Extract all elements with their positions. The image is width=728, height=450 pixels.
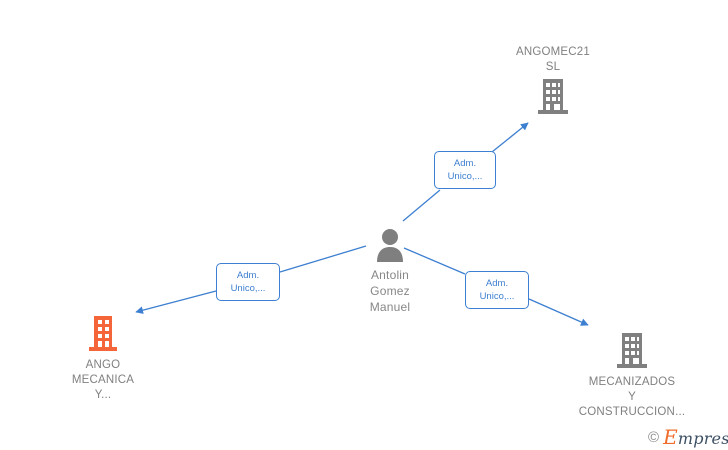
node-angomec21[interactable]: ANGOMEC21 SL (493, 45, 613, 120)
edge-line-mecanizados (403, 247, 589, 326)
watermark-empresia: © Empresia (648, 427, 728, 447)
node-label-mecanizados: MECANIZADOS Y CONSTRUCCION... (578, 376, 686, 418)
building-icon (535, 75, 571, 120)
edge-line-ango-mecanica (135, 245, 367, 314)
node-label-angomec21: ANGOMEC21 SL (515, 46, 590, 73)
node-antolin-gomez-manuel[interactable]: Antolin Gomez Manuel (330, 228, 450, 315)
edge-label-angomec21[interactable]: Adm. Unico,... (434, 151, 496, 189)
brand-initial: E (663, 425, 678, 449)
brand-name: Empresia (663, 427, 728, 447)
edge-label-mecanizados[interactable]: Adm. Unico,... (465, 271, 529, 309)
building-icon (86, 313, 120, 358)
building-icon (614, 330, 650, 375)
node-label-ango-mecanica: ANGO MECANICA Y... (71, 359, 135, 401)
node-ango-mecanica[interactable]: ANGO MECANICA Y... (43, 313, 163, 403)
node-label-antolin: Antolin Gomez Manuel (369, 268, 411, 314)
edge-label-ango-mecanica[interactable]: Adm. Unico,... (216, 263, 280, 301)
edge-line-angomec21 (402, 122, 529, 222)
brand-rest: mpresia (677, 429, 728, 448)
copyright-icon: © (648, 428, 660, 446)
person-icon (373, 228, 407, 267)
node-mecanizados[interactable]: MECANIZADOS Y CONSTRUCCION... (567, 330, 697, 420)
